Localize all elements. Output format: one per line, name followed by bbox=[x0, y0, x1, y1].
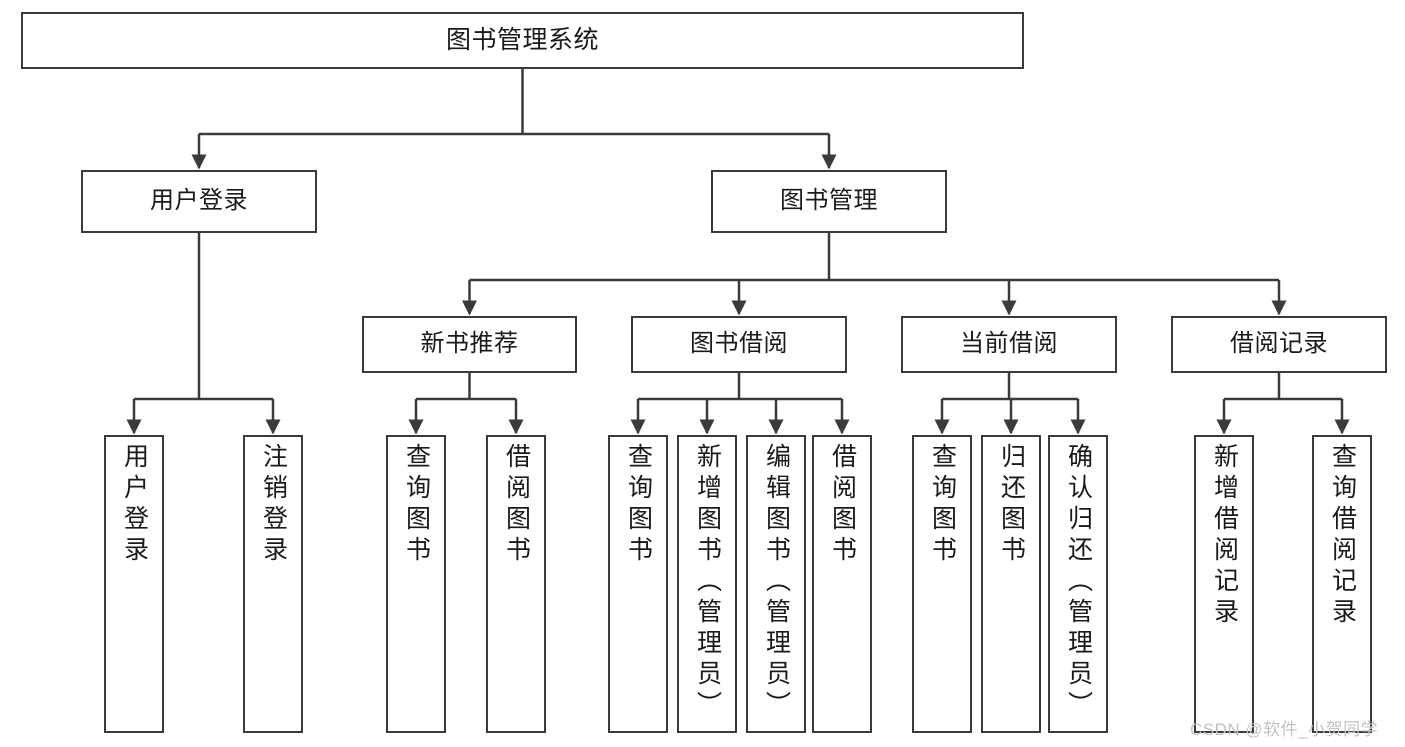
node-label: 当前借阅 bbox=[960, 330, 1058, 358]
node-label: 编辑图书（管理员） bbox=[762, 443, 791, 722]
node-label: 确认归还（管理员） bbox=[1064, 443, 1093, 722]
node-label: 借阅图书 bbox=[828, 443, 857, 567]
node-label: 注销登录 bbox=[259, 443, 288, 567]
node-new-book-recommendation[interactable]: 新书推荐 bbox=[362, 316, 577, 373]
leaf-query-book-borrowing[interactable]: 查询图书 bbox=[608, 435, 668, 733]
leaf-edit-book-admin[interactable]: 编辑图书（管理员） bbox=[746, 435, 806, 733]
node-label: 查询图书 bbox=[402, 443, 431, 567]
node-book-management[interactable]: 图书管理 bbox=[711, 170, 947, 233]
leaf-confirm-return-admin[interactable]: 确认归还（管理员） bbox=[1048, 435, 1108, 733]
node-label: 查询图书 bbox=[928, 443, 957, 567]
node-label: 用户登录 bbox=[120, 443, 149, 567]
leaf-borrow-book-borrowing[interactable]: 借阅图书 bbox=[812, 435, 872, 733]
leaf-query-borrow-record[interactable]: 查询借阅记录 bbox=[1312, 435, 1372, 733]
leaf-user-login[interactable]: 用户登录 bbox=[104, 435, 164, 733]
leaf-query-book-recommendation[interactable]: 查询图书 bbox=[386, 435, 446, 733]
leaf-query-book-current[interactable]: 查询图书 bbox=[912, 435, 972, 733]
node-label: 用户登录 bbox=[150, 187, 248, 215]
node-label: 归还图书 bbox=[997, 443, 1026, 567]
node-label: 图书借阅 bbox=[690, 330, 788, 358]
leaf-return-book[interactable]: 归还图书 bbox=[981, 435, 1041, 733]
node-current-borrowing[interactable]: 当前借阅 bbox=[901, 316, 1117, 373]
node-label: 借阅图书 bbox=[502, 443, 531, 567]
leaf-borrow-book-recommendation[interactable]: 借阅图书 bbox=[486, 435, 546, 733]
node-book-borrowing[interactable]: 图书借阅 bbox=[631, 316, 847, 373]
node-label: 新书推荐 bbox=[420, 330, 519, 358]
node-label: 新增借阅记录 bbox=[1210, 443, 1239, 629]
node-borrow-records[interactable]: 借阅记录 bbox=[1171, 316, 1387, 373]
watermark: CSDN @软件_小贺同学 bbox=[1190, 720, 1379, 739]
leaf-logout[interactable]: 注销登录 bbox=[243, 435, 303, 733]
leaf-add-book-admin[interactable]: 新增图书（管理员） bbox=[677, 435, 737, 733]
node-label: 新增图书（管理员） bbox=[693, 443, 722, 722]
leaf-add-borrow-record[interactable]: 新增借阅记录 bbox=[1194, 435, 1254, 733]
node-label: 查询借阅记录 bbox=[1328, 443, 1357, 629]
node-user-login[interactable]: 用户登录 bbox=[81, 170, 317, 233]
node-label: 图书管理系统 bbox=[445, 25, 599, 54]
node-root[interactable]: 图书管理系统 bbox=[21, 12, 1024, 69]
node-label: 借阅记录 bbox=[1230, 330, 1328, 358]
node-label: 图书管理 bbox=[780, 187, 878, 215]
node-label: 查询图书 bbox=[624, 443, 653, 567]
